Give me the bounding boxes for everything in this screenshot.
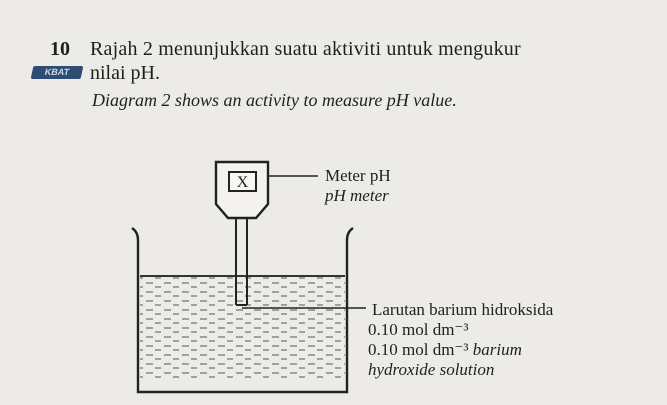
solution-concentration-malay: 0.10 mol dm⁻³ <box>368 320 469 339</box>
solution-liquid <box>140 276 345 380</box>
solution-concentration-english: 0.10 mol dm⁻³ <box>368 340 469 359</box>
solution-label-english-line1: 0.10 mol dm⁻³ barium <box>368 340 522 359</box>
meter-label-malay: Meter pH <box>325 166 391 185</box>
question-number: 10 <box>50 38 70 60</box>
meter-label-english: pH meter <box>325 186 389 205</box>
solution-name-english-word: barium <box>472 340 522 359</box>
solution-label-malay: Larutan barium hidroksida <box>372 300 554 319</box>
beaker <box>131 227 354 394</box>
question-text-english: Diagram 2 shows an activity to measure p… <box>92 90 457 110</box>
solution-label-english-line2: hydroxide solution <box>368 360 495 379</box>
question-text-malay-line1: Rajah 2 menunjukkan suatu aktiviti untuk… <box>90 38 521 60</box>
question-text-malay-line2: nilai pH. <box>90 62 160 84</box>
ph-meter-display <box>228 171 257 192</box>
meter-display-value: X <box>237 174 249 191</box>
